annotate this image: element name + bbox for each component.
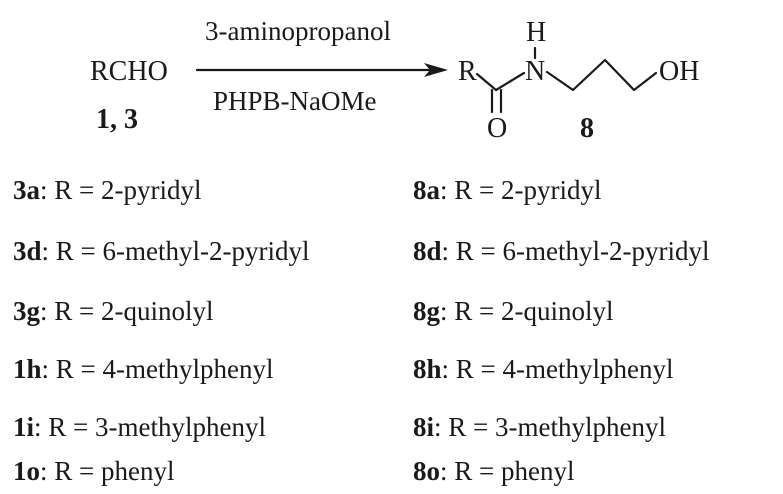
substrate-code: 1i [13, 412, 35, 442]
substrate-entry: 1h: R = 4-methylphenyl [13, 354, 273, 384]
product-description: : R = 2-pyridyl [440, 175, 602, 205]
product-entry: 8a: R = 2-pyridyl [413, 175, 601, 205]
reactant-formula: RCHO [90, 56, 168, 87]
substrate-description: : R = 3-methylphenyl [34, 412, 266, 442]
substrate-description: : R = 4-methylphenyl [41, 354, 274, 384]
substrate-description: : R = 6-methyl-2-pyridyl [41, 236, 310, 266]
product-nitrogen-atom: N [525, 56, 545, 87]
substrate-code: 3d [13, 236, 42, 266]
product-description: : R = 2-quinolyl [440, 296, 614, 326]
product-compound-id: 8 [580, 113, 594, 144]
substrate-description: : R = 2-pyridyl [40, 175, 202, 205]
product-code: 8a [413, 175, 440, 205]
product-entry: 8i: R = 3-methylphenyl [413, 412, 666, 442]
product-entry: 8h: R = 4-methylphenyl [413, 354, 673, 384]
product-code: 8d [413, 236, 442, 266]
substrate-entry: 1o: R = phenyl [13, 456, 174, 486]
substrate-entry: 3a: R = 2-pyridyl [13, 175, 201, 205]
product-nh-hydrogen-atom: H [526, 17, 546, 48]
substrate-code: 1o [13, 456, 40, 486]
substrate-entry: 3d: R = 6-methyl-2-pyridyl [13, 236, 309, 266]
r-carbonyl-bond [475, 72, 498, 92]
product-description: : R = 4-methylphenyl [441, 354, 674, 384]
substrate-entry: 1i: R = 3-methylphenyl [13, 412, 266, 442]
substrate-description: : R = phenyl [40, 456, 175, 486]
product-carbonyl-oxygen-atom: O [487, 113, 507, 144]
product-description: : R = 6-methyl-2-pyridyl [441, 236, 710, 266]
product-entry: 8d: R = 6-methyl-2-pyridyl [413, 236, 709, 266]
product-entry: 8g: R = 2-quinolyl [413, 296, 613, 326]
reagent-bottom-label: PHPB-NaOMe [213, 86, 377, 116]
substrate-entry: 3g: R = 2-quinolyl [13, 296, 213, 326]
substrate-description: : R = 2-quinolyl [40, 296, 214, 326]
product-hydroxyl-group: OH [659, 56, 699, 87]
product-description: : R = phenyl [440, 456, 575, 486]
substrate-code: 3g [13, 296, 40, 326]
substrate-code: 1h [13, 354, 42, 384]
product-entry: 8o: R = phenyl [413, 456, 574, 486]
substrate-code: 3a [13, 175, 40, 205]
product-code: 8h [413, 354, 442, 384]
product-code: 8i [413, 412, 435, 442]
product-description: : R = 3-methylphenyl [434, 412, 666, 442]
reaction-arrow-head [424, 63, 448, 77]
product-code: 8g [413, 296, 440, 326]
product-code: 8o [413, 456, 440, 486]
product-r-atom: R [458, 56, 477, 87]
carbonyl-nitrogen-bond [494, 71, 526, 92]
reactant-compound-ids: 1, 3 [96, 104, 138, 135]
reagent-top-label: 3-aminopropanol [205, 16, 391, 46]
propyl-chain-bonds [545, 58, 658, 92]
